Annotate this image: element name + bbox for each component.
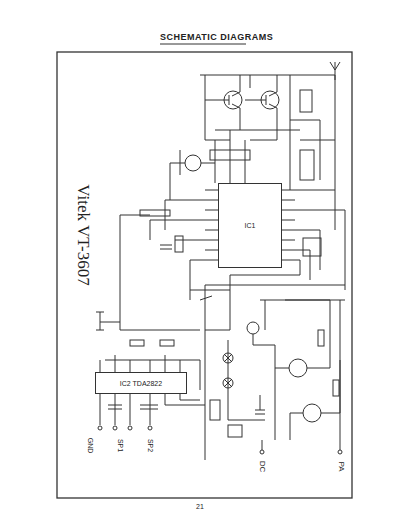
signal-name: SP1 — [117, 437, 124, 452]
transistor-symbol — [289, 359, 307, 377]
resistor-symbol — [175, 236, 183, 252]
signal-name: GND — [88, 436, 95, 454]
wire — [170, 150, 215, 200]
chip-label: IC1 — [242, 221, 259, 230]
resistor-symbol — [160, 340, 174, 346]
resistor-symbol — [140, 210, 170, 216]
terminal — [260, 450, 264, 454]
terminal-lead — [262, 440, 340, 450]
capacitor-symbol — [255, 395, 265, 414]
wire — [260, 300, 345, 440]
terminal — [113, 426, 117, 430]
ic-chip: IC2 TDA2822 — [95, 372, 187, 394]
ic-pin — [100, 394, 205, 425]
page-number: 21 — [196, 503, 204, 510]
inductor-symbol — [96, 312, 120, 330]
capacitor-symbol — [108, 405, 158, 409]
resistor-symbol — [130, 340, 144, 346]
filter-symbol — [300, 150, 314, 180]
tuning-capacitor — [210, 150, 250, 160]
frame — [57, 52, 352, 498]
model-name: Vitek VT-3607 — [73, 183, 93, 286]
wire — [228, 300, 275, 420]
transistor-symbol — [185, 155, 201, 171]
terminal — [128, 426, 132, 430]
signal-name: PA — [336, 460, 345, 472]
resistor-symbol — [333, 380, 339, 396]
switch-symbol — [210, 400, 220, 420]
coil-symbol — [300, 90, 312, 112]
resistor-symbol — [318, 330, 324, 346]
transistor-symbol — [303, 404, 321, 422]
jack-symbol — [228, 425, 242, 437]
page-title: SCHEMATIC DIAGRAMS — [160, 32, 273, 42]
signal-name: DC — [259, 459, 268, 473]
title-underline — [160, 44, 246, 45]
terminal — [338, 450, 342, 454]
wire — [200, 285, 345, 460]
wire — [120, 200, 205, 330]
terminal — [98, 426, 102, 430]
motor-symbol — [247, 322, 259, 334]
terminal — [148, 426, 152, 430]
ic-chip: IC1 — [218, 183, 282, 268]
wire — [205, 130, 300, 183]
chip-label: IC2 TDA2822 — [117, 379, 165, 388]
signal-name: SP2 — [147, 437, 154, 452]
crystal-symbol — [303, 238, 321, 256]
